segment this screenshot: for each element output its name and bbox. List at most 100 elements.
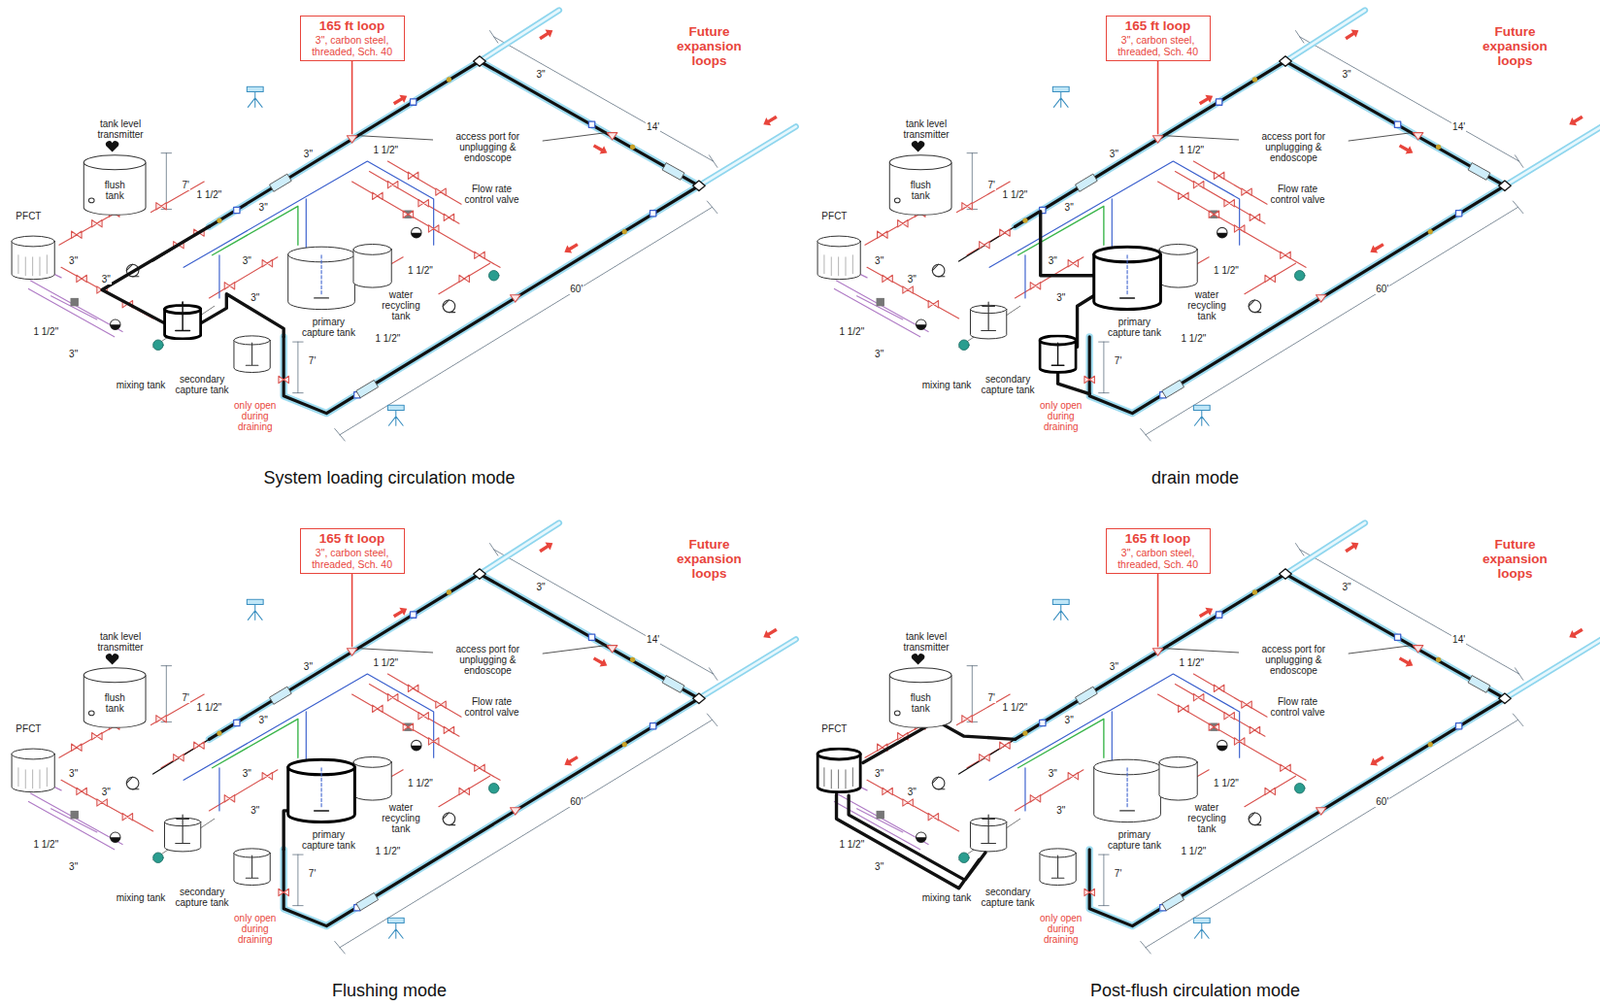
callout-label: access port for unplugging & endoscope (1241, 643, 1346, 676)
callout-label: primary capture tank (1102, 316, 1167, 338)
callout-label: 1 1/2" (196, 701, 224, 713)
callout-label: 3" (67, 255, 79, 267)
callout-label: Flow rate control valve (1267, 183, 1328, 205)
callout-label: 1 1/2" (406, 777, 434, 789)
callout-label: 3" (1047, 767, 1059, 779)
panel-flushing (11, 523, 797, 955)
callout-label: 3" (100, 786, 112, 798)
callout-label: secondary capture tank (978, 373, 1038, 396)
tank-name: flush tank (900, 179, 940, 201)
callout-label: tank level transmitter (81, 631, 161, 653)
callout-label: 3" (302, 661, 314, 672)
callout-label: PFCT (820, 723, 848, 734)
callout-label: Flow rate control valve (462, 696, 522, 718)
callout-label: 1 1/2" (1179, 333, 1207, 344)
pipe-spec: 3", carbon steel, threaded, Sch. 40 (1112, 546, 1204, 570)
callout-label: 3" (302, 148, 314, 160)
callout-label: 3" (873, 767, 885, 779)
callout-label: 60' (1374, 796, 1390, 807)
callout-label: 1 1/2" (1177, 657, 1205, 668)
pipe-spec-box: 165 ft loop3", carbon steel, threaded, S… (1105, 15, 1211, 62)
pipe-spec: 3", carbon steel, threaded, Sch. 40 (1112, 33, 1204, 58)
callout-label: mixing tank (114, 892, 168, 903)
callout-label: tank level transmitter (887, 631, 967, 653)
callout-label: water recycling tank (1177, 289, 1236, 322)
callout-label: access port for unplugging & endoscope (435, 131, 540, 164)
loop-title: 165 ft loop (306, 18, 399, 34)
callout-label: 14' (645, 121, 661, 133)
tank-node: flush tank (887, 153, 954, 217)
callout-label: 1 1/2" (837, 838, 866, 850)
callout-label: 7' (1113, 355, 1123, 367)
callout-label: tank level transmitter (81, 118, 161, 140)
callout-label: 3" (1340, 68, 1352, 80)
callout-label: 14' (1451, 121, 1467, 133)
callout-label: tank level transmitter (887, 118, 967, 140)
tank-name: flush tank (95, 179, 134, 201)
expansion-note: Future expansion loops (1472, 25, 1557, 69)
callout-label: Flow rate control valve (1267, 696, 1328, 718)
callout-label: 1 1/2" (373, 333, 401, 344)
callout-label: primary capture tank (297, 316, 361, 338)
callout-label: access port for unplugging & endoscope (1241, 131, 1346, 164)
callout-label: 14' (645, 633, 661, 645)
callout-label: 1 1/2" (1179, 845, 1207, 857)
callout-label: 7' (987, 179, 997, 191)
pipe-spec-box: 165 ft loop3", carbon steel, threaded, S… (1105, 528, 1211, 574)
callout-label: 1 1/2" (373, 845, 401, 857)
callout-label: 3" (249, 804, 261, 816)
callout-label: secondary capture tank (172, 373, 233, 396)
callout-label: 7' (1113, 867, 1123, 879)
callout-label: 1 1/2" (1177, 144, 1205, 156)
callout-label: 3" (1340, 581, 1352, 593)
callout-label: 1 1/2" (1001, 701, 1030, 713)
callout-label: 3" (67, 861, 79, 872)
callout-label: 7' (181, 692, 191, 703)
callout-label: 3" (249, 292, 261, 303)
callout-label: 3" (67, 348, 79, 360)
callout-label: primary capture tank (297, 829, 361, 851)
mode-caption: System loading circulation mode (262, 467, 516, 490)
callout-label: 1 1/2" (32, 838, 60, 850)
callout-label: only open during draining (230, 400, 281, 433)
callout-label: 3" (1108, 148, 1120, 160)
callout-label: 1 1/2" (371, 144, 400, 156)
callout-label: 3" (534, 581, 546, 593)
callout-label: 3" (873, 861, 885, 872)
callout-label: 3" (258, 714, 269, 726)
callout-label: 3" (100, 273, 112, 285)
panel-drain (817, 10, 1600, 442)
callout-label: 1 1/2" (406, 265, 434, 276)
callout-label: 3" (1108, 661, 1120, 672)
pipe-spec-box: 165 ft loop3", carbon steel, threaded, S… (300, 15, 405, 62)
callout-label: 3" (241, 767, 253, 779)
callout-label: 3" (258, 201, 269, 213)
callout-label: 3" (1055, 292, 1067, 303)
callout-label: 3" (534, 68, 546, 80)
callout-label: 60' (568, 796, 584, 807)
callout-label: water recycling tank (371, 289, 431, 322)
callout-label: 7' (987, 692, 997, 703)
tank-node: flush tank (887, 666, 954, 730)
callout-label: water recycling tank (1177, 801, 1236, 834)
callout-label: Flow rate control valve (462, 183, 522, 205)
callout-label: 3" (906, 786, 918, 798)
callout-label: mixing tank (920, 892, 974, 903)
callout-label: 1 1/2" (1212, 265, 1240, 276)
callout-label: water recycling tank (371, 801, 431, 834)
callout-label: 60' (568, 283, 584, 295)
pipe-spec: 3", carbon steel, threaded, Sch. 40 (306, 546, 399, 570)
panel-loading (11, 10, 797, 442)
callout-label: 7' (307, 867, 317, 879)
tank-name: flush tank (95, 692, 134, 714)
callout-label: 60' (1374, 283, 1390, 295)
callout-label: secondary capture tank (978, 886, 1038, 908)
callout-label: only open during draining (1035, 400, 1087, 433)
callout-label: access port for unplugging & endoscope (435, 643, 540, 676)
callout-label: 1 1/2" (1212, 777, 1240, 789)
callout-label: only open during draining (1035, 912, 1087, 945)
callout-label: 1 1/2" (32, 326, 60, 337)
callout-label: 14' (1451, 633, 1467, 645)
